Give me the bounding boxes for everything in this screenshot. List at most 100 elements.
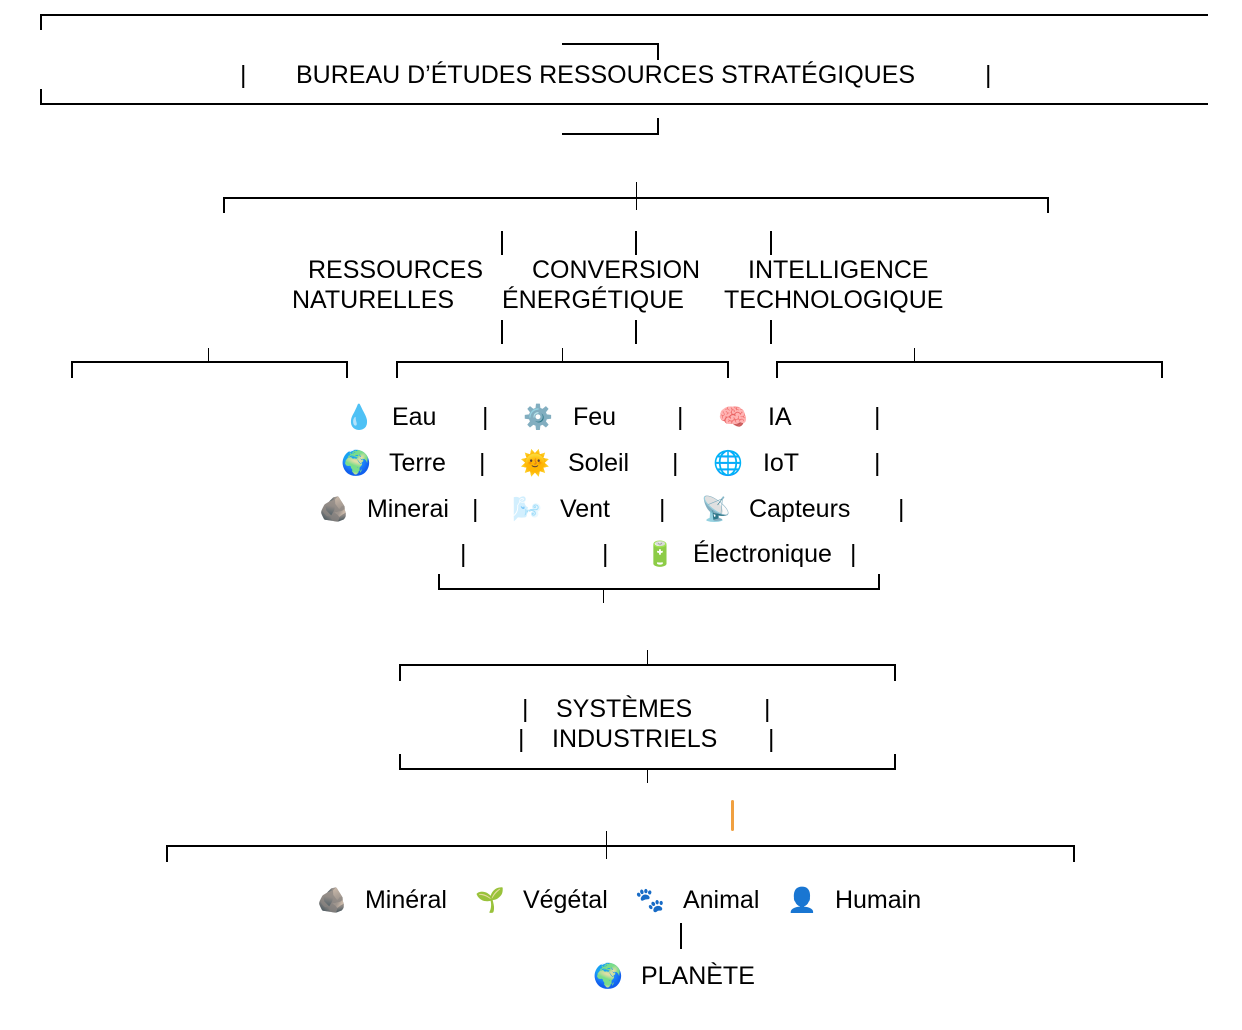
- separator: |: [898, 495, 905, 523]
- header-left-bar: |: [240, 61, 247, 89]
- bracket-connector: [208, 348, 209, 362]
- separator: |: [874, 449, 881, 477]
- branch-connector-2-top: [635, 231, 637, 255]
- planet-node: 🌍 PLANÈTE: [592, 961, 755, 992]
- paw-prints-icon: 🐾: [635, 887, 665, 914]
- kingdom-mineral: 🪨 Minéral: [316, 885, 447, 916]
- gear-icon: ⚙️: [523, 404, 553, 431]
- header-inner-top-tick: [657, 43, 659, 60]
- item-label: Minerai: [366, 495, 449, 523]
- systems-top-right-tick: [894, 664, 896, 681]
- bracket-left-tick: [166, 845, 168, 862]
- separator: |: [768, 725, 775, 753]
- item-label: Soleil: [567, 449, 630, 477]
- systems-top-connector: [647, 650, 648, 666]
- item-label: Végétal: [522, 886, 608, 914]
- satellite-dish-icon: 📡: [701, 496, 731, 523]
- planet-connector: [680, 923, 682, 949]
- level1-connector: [636, 182, 637, 210]
- branch-connector-2-bottom: [635, 320, 637, 344]
- bracket-right-tick: [1161, 361, 1163, 378]
- item-label: Terre: [388, 449, 446, 477]
- separator: |: [677, 403, 684, 431]
- globe-icon: 🌍: [593, 963, 623, 990]
- item-label: IoT: [762, 449, 800, 477]
- sun-icon: 🌞: [520, 450, 550, 477]
- separator: |: [460, 540, 467, 568]
- header-left-bottom-tick: [40, 89, 42, 104]
- rock-icon: 🪨: [317, 887, 347, 914]
- header-right-bar: |: [985, 61, 992, 89]
- level1-right-tick: [1047, 197, 1049, 213]
- separator: |: [659, 495, 666, 523]
- planet-label: PLANÈTE: [640, 962, 755, 990]
- systems-label-line2: INDUSTRIELS: [552, 725, 718, 753]
- bracket-right-tick: [346, 361, 348, 378]
- kingdom-vegetal: 🌱 Végétal: [474, 885, 608, 916]
- bracket-line: [166, 845, 1075, 847]
- item-label: Humain: [834, 886, 922, 914]
- systems-bottom-connector: [647, 769, 648, 783]
- kingdom-humain: 👤 Humain: [786, 885, 921, 916]
- header-inner-top-line: [562, 43, 659, 45]
- list-item-ia: 🧠 IA: [717, 402, 792, 433]
- systems-label-line1: SYSTÈMES: [556, 695, 693, 723]
- item-label: Feu: [572, 403, 617, 431]
- separator: |: [518, 725, 525, 753]
- separator: |: [764, 695, 771, 723]
- item-label: Minéral: [364, 886, 447, 914]
- separator: |: [850, 540, 857, 568]
- bracket-right-tick: [727, 361, 729, 378]
- page-title: BUREAU D’ÉTUDES RESSOURCES STRATÉGIQUES: [296, 61, 916, 89]
- branch-label-line2: NATURELLES: [292, 286, 455, 314]
- branch-connector-3-bottom: [770, 320, 772, 344]
- battery-icon: 🔋: [645, 541, 675, 568]
- list-item-soleil: 🌞 Soleil: [519, 448, 629, 479]
- bracket-connector: [606, 831, 607, 859]
- separator: |: [479, 449, 486, 477]
- bracket-line: [776, 361, 1163, 363]
- list-item-capteurs: 📡 Capteurs: [700, 494, 850, 525]
- rock-icon: 🪨: [319, 496, 349, 523]
- branch-label-line1: RESSOURCES: [308, 256, 484, 284]
- bracket-left-tick: [776, 361, 778, 378]
- item-label: Eau: [391, 403, 437, 431]
- list-item-iot: 🌐 IoT: [712, 448, 799, 479]
- item-label: Animal: [682, 886, 760, 914]
- header-inner-bottom-line: [562, 133, 659, 135]
- list-item-vent: 🌬️ Vent: [511, 494, 610, 525]
- wind-icon: 🌬️: [512, 496, 542, 523]
- bracket-right-tick: [878, 574, 880, 590]
- list-item-minerai: 🪨 Minerai: [318, 494, 449, 525]
- bracket-connector: [562, 348, 563, 362]
- separator: |: [672, 449, 679, 477]
- systems-top-left-tick: [399, 664, 401, 681]
- accent-marker: [731, 800, 734, 831]
- systems-top-border: [399, 664, 896, 666]
- branch-label-line1: CONVERSION: [532, 256, 701, 284]
- bracket-connector: [914, 348, 915, 362]
- bracket-connector: [603, 589, 604, 603]
- separator: |: [472, 495, 479, 523]
- bracket-left-tick: [71, 361, 73, 378]
- kingdom-animal: 🐾 Animal: [634, 885, 759, 916]
- bracket-line: [71, 361, 348, 363]
- bracket-line: [438, 588, 880, 590]
- item-label: IA: [767, 403, 792, 431]
- network-globe-icon: 🌐: [713, 450, 743, 477]
- seedling-icon: 🌱: [475, 887, 505, 914]
- branch-label-line1: INTELLIGENCE: [748, 256, 929, 284]
- brain-icon: 🧠: [718, 404, 748, 431]
- header-left-tick: [40, 14, 42, 30]
- branch-connector-1-top: [501, 231, 503, 255]
- separator: |: [874, 403, 881, 431]
- header-top-border: [40, 14, 1208, 16]
- globe-icon: 🌍: [341, 450, 371, 477]
- header-bottom-border: [40, 103, 1208, 105]
- branch-connector-3-top: [770, 231, 772, 255]
- separator: |: [522, 695, 529, 723]
- bracket-right-tick: [1073, 845, 1075, 862]
- branch-label-line2: TECHNOLOGIQUE: [724, 286, 944, 314]
- level1-left-tick: [223, 197, 225, 213]
- branch-connector-1-bottom: [501, 320, 503, 344]
